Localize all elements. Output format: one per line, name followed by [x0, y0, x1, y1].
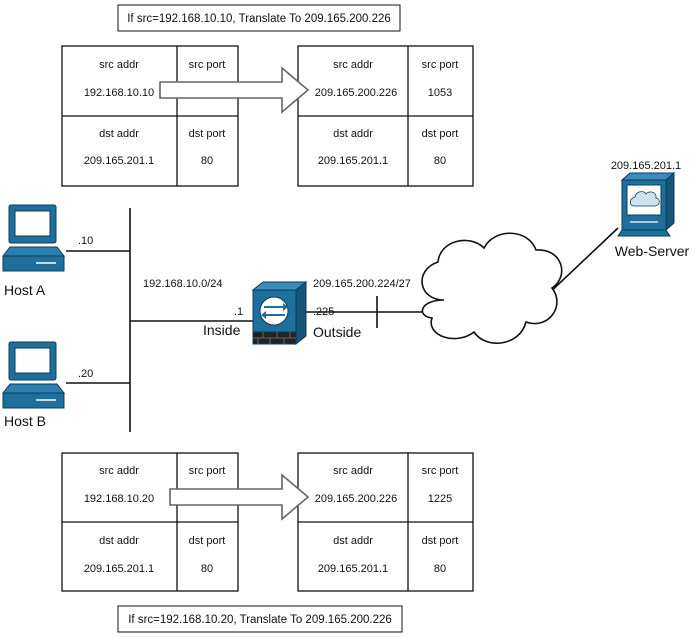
top-translation-arrow	[159, 66, 310, 114]
header-src-port: src port	[422, 59, 459, 71]
host-b-computer-icon	[1, 341, 66, 409]
header-dst-addr: dst addr	[333, 535, 373, 547]
firewall-inside-ip: .1	[234, 306, 243, 318]
header-src-port: src port	[189, 465, 226, 477]
header-src-port: src port	[422, 465, 459, 477]
host-a-ip: .10	[78, 235, 93, 247]
firewall-outside-label: Outside	[313, 324, 361, 340]
table-top-outside: src addr src port dst addr dst port 209.…	[297, 45, 474, 187]
inside-subnet-label: 192.168.10.0/24	[143, 278, 223, 290]
header-dst-port: dst port	[422, 535, 459, 547]
web-server-label: Web-Server	[615, 243, 690, 259]
value-dst-port: 80	[434, 563, 446, 575]
network-links	[66, 208, 619, 432]
host-b-label: Host B	[4, 413, 46, 429]
table-bottom-outside: src addr src port dst addr dst port 209.…	[297, 452, 474, 592]
header-src-addr: src addr	[333, 465, 373, 477]
header-src-addr: src addr	[333, 59, 373, 71]
cloud-to-server-link	[545, 227, 619, 297]
firewall-icon	[251, 280, 308, 346]
value-dst-port: 80	[434, 155, 446, 167]
header-dst-port: dst port	[189, 128, 226, 140]
value-dst-addr: 209.165.201.1	[84, 563, 154, 575]
top-rule-text: If src=192.168.10.10, Translate To 209.1…	[127, 13, 391, 25]
firewall-outside-ip: .225	[313, 306, 334, 318]
header-dst-port: dst port	[422, 128, 459, 140]
internet-cloud-icon	[421, 232, 563, 344]
value-src-addr: 209.165.200.226	[315, 493, 398, 505]
value-src-addr: 192.168.10.20	[84, 493, 154, 505]
value-src-addr: 192.168.10.10	[84, 87, 154, 99]
value-dst-addr: 209.165.201.1	[318, 563, 388, 575]
table-top-inside: src addr src port dst addr dst port 192.…	[61, 45, 239, 187]
table-bottom-inside: src addr src port dst addr dst port 192.…	[61, 452, 239, 592]
header-src-port: src port	[189, 59, 226, 71]
header-dst-port: dst port	[189, 535, 226, 547]
value-dst-port: 80	[201, 563, 213, 575]
value-dst-addr: 209.165.201.1	[84, 155, 154, 167]
header-dst-addr: dst addr	[333, 128, 373, 140]
value-dst-port: 80	[201, 155, 213, 167]
web-server-computer-icon	[617, 171, 676, 237]
value-src-port: 1225	[428, 493, 452, 505]
firewall-inside-label: Inside	[203, 322, 241, 338]
host-a-label: Host A	[4, 282, 46, 298]
bottom-rule-text: If src=192.168.10.20, Translate To 209.1…	[128, 614, 392, 626]
value-src-addr: 209.165.200.226	[315, 87, 398, 99]
host-a-computer-icon	[1, 204, 66, 272]
web-server-ip: 209.165.201.1	[611, 160, 681, 172]
value-src-port: 1053	[428, 87, 452, 99]
host-b-ip: .20	[78, 368, 93, 380]
bottom-rule-caption: If src=192.168.10.20, Translate To 209.1…	[117, 605, 403, 633]
outside-subnet-label: 209.165.200.224/27	[313, 278, 411, 290]
header-dst-addr: dst addr	[99, 128, 139, 140]
value-dst-addr: 209.165.201.1	[318, 155, 388, 167]
bottom-translation-arrow	[169, 473, 310, 521]
header-src-addr: src addr	[99, 59, 139, 71]
header-src-addr: src addr	[99, 465, 139, 477]
header-dst-addr: dst addr	[99, 535, 139, 547]
top-rule-caption: If src=192.168.10.10, Translate To 209.1…	[117, 4, 401, 32]
